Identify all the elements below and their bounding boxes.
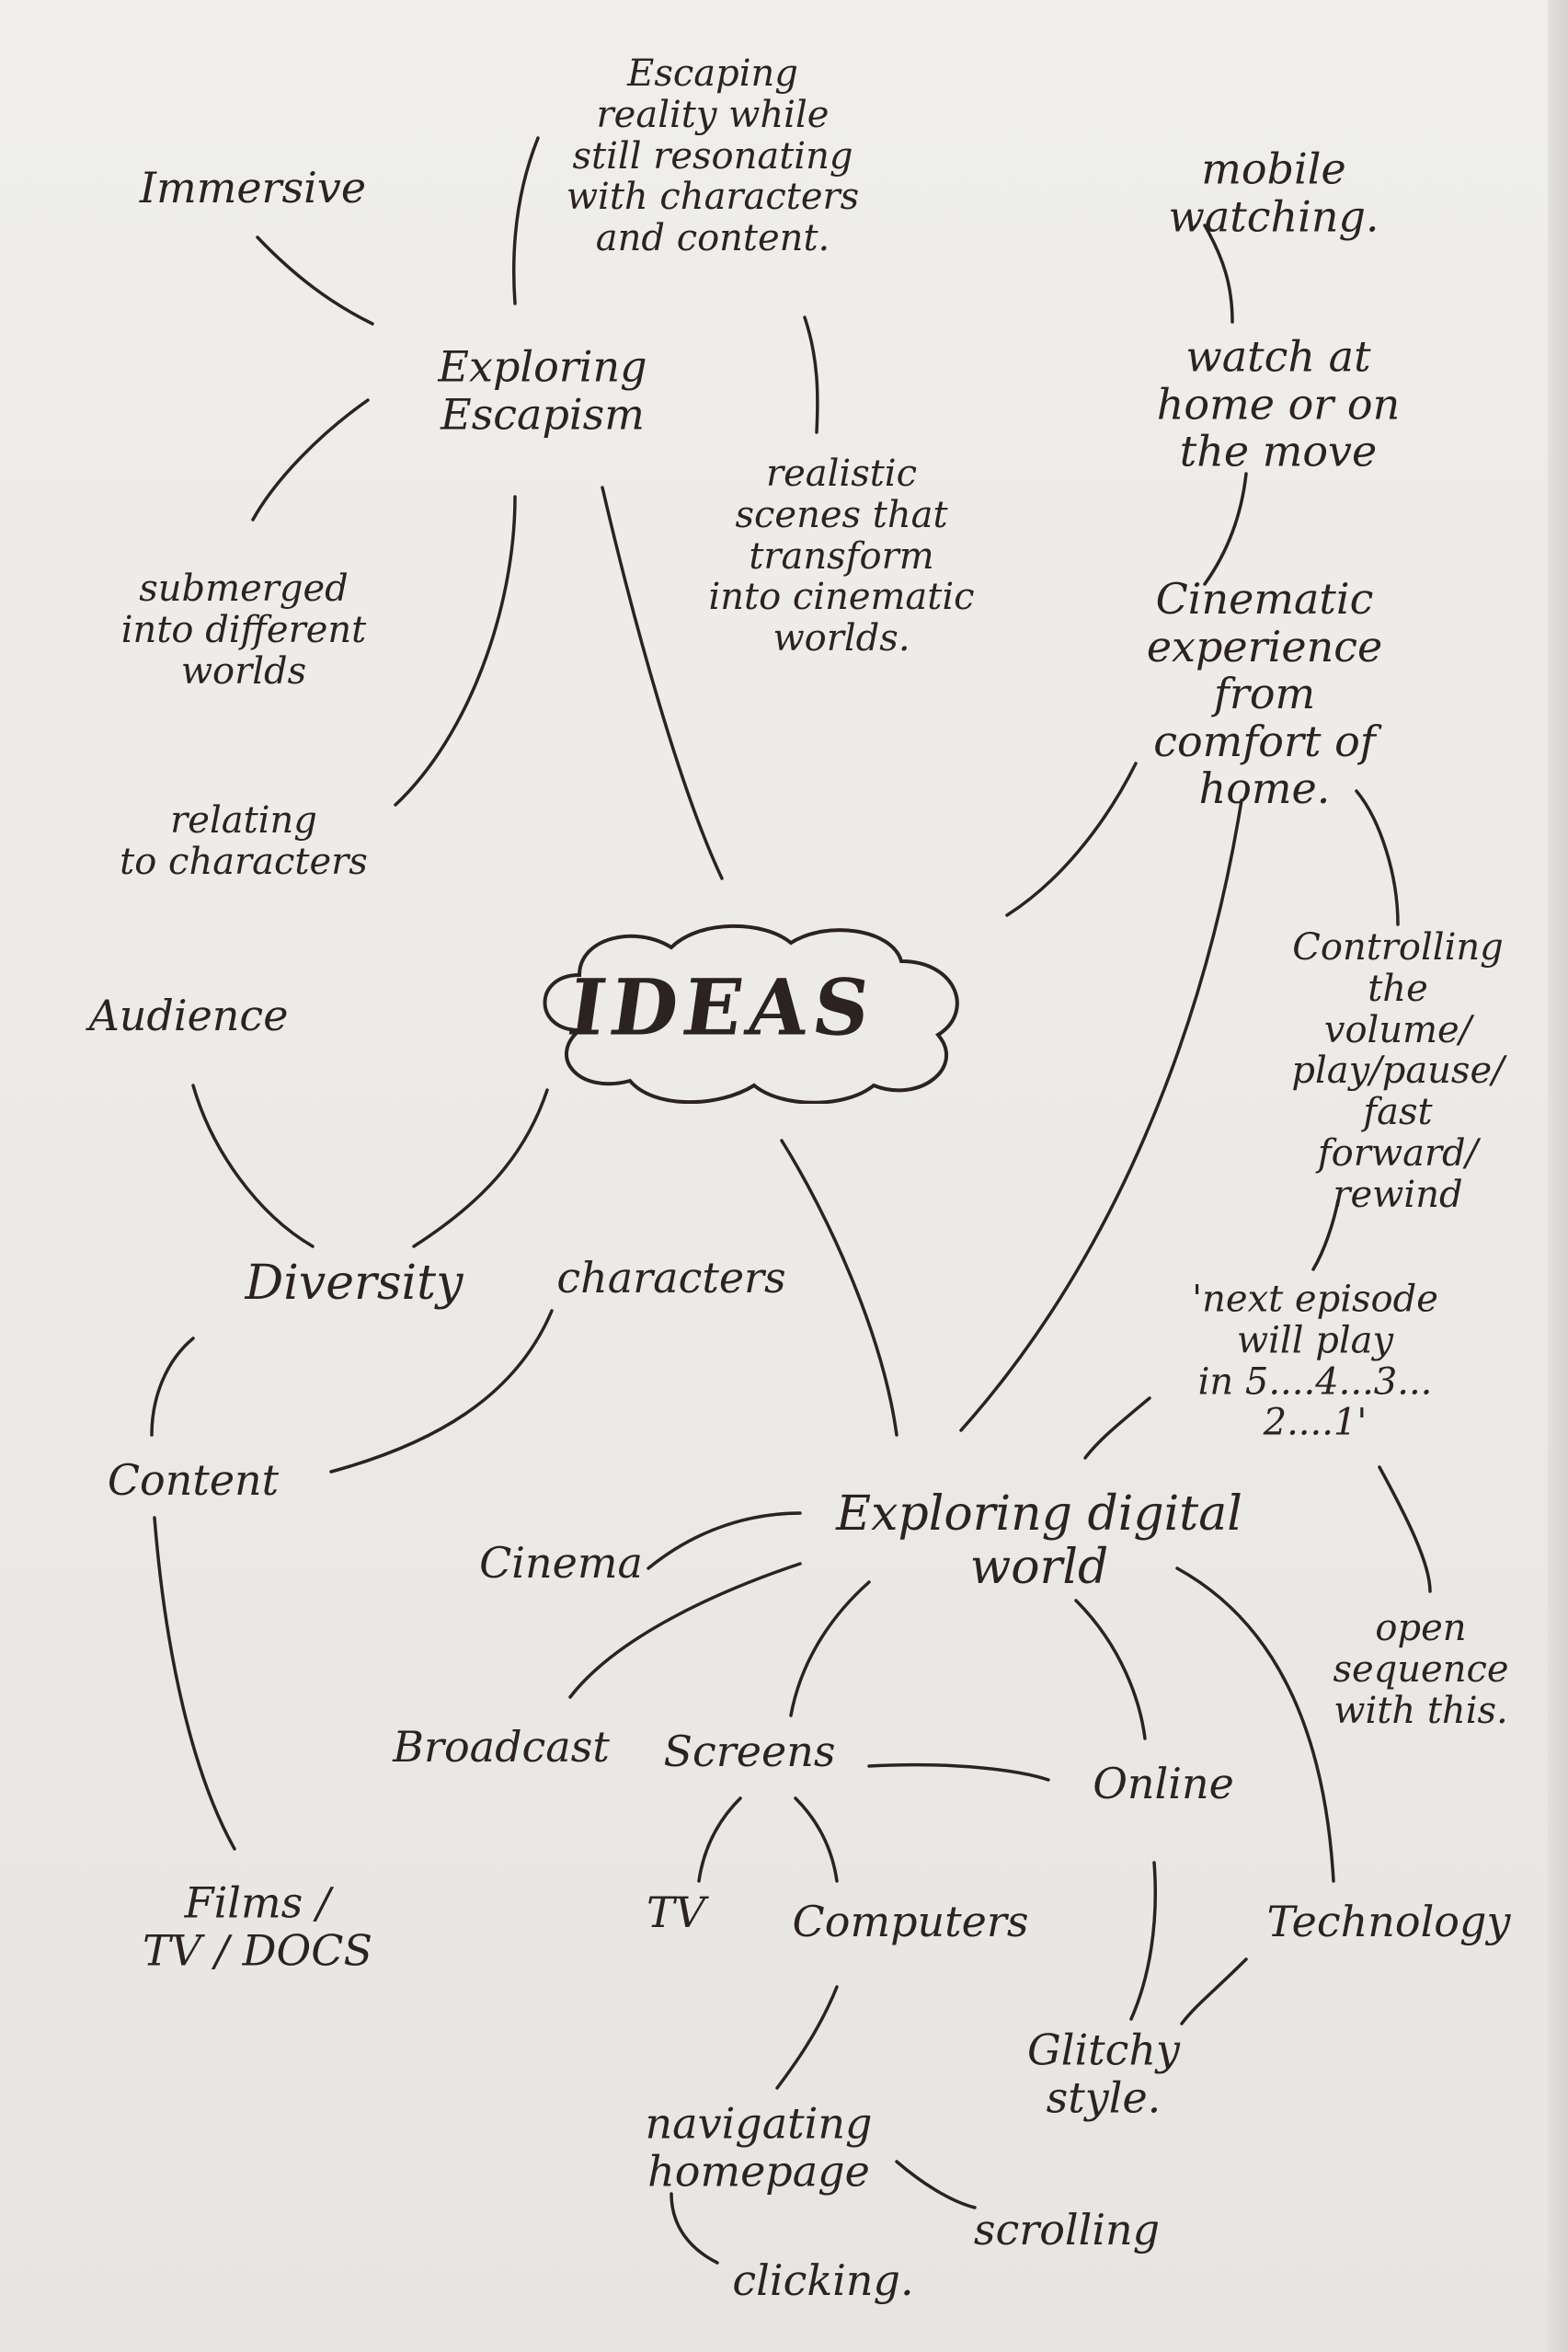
- node-scrolling: scrolling: [973, 2205, 1161, 2255]
- link-cinematic-controlling: [1355, 789, 1400, 926]
- link-next-digital: [1083, 1396, 1151, 1460]
- link-immersive-escapism: [256, 235, 374, 326]
- link-cinematic-ideas: [1005, 762, 1138, 917]
- ideas-title: IDEAS: [563, 961, 881, 1053]
- link-navigating-clicking: [670, 2192, 719, 2265]
- link-next-open: [1378, 1465, 1432, 1593]
- link-audience-diversity: [191, 1084, 315, 1248]
- node-exploring-escapism: Exploring Escapism: [438, 341, 647, 439]
- node-immersive: Immersive: [139, 163, 367, 213]
- link-diversity-content: [150, 1337, 195, 1437]
- node-controlling: Controlling the volume/ play/pause/ fast…: [1291, 926, 1505, 1216]
- link-ideas-diversity: [412, 1088, 549, 1248]
- page-edge: [1548, 0, 1568, 2352]
- link-cinema-digital: [647, 1511, 802, 1570]
- node-audience: Audience: [88, 991, 289, 1041]
- node-navigating: navigating homepage: [645, 2098, 873, 2196]
- link-watch-cinematic: [1203, 472, 1248, 586]
- node-tv: TV: [647, 1887, 705, 1938]
- link-screens-tv: [697, 1796, 742, 1883]
- link-controlling-next: [1311, 1199, 1340, 1271]
- node-clicking: clicking.: [732, 2255, 914, 2306]
- link-escapism-ideas: [601, 486, 724, 880]
- node-online: Online: [1093, 1759, 1234, 1809]
- node-screens: Screens: [663, 1727, 836, 1777]
- link-online-glitchy: [1129, 1861, 1157, 2021]
- link-ideas-digital: [780, 1139, 898, 1437]
- node-relating: relating to characters: [120, 799, 368, 883]
- link-cinematic-digital: [959, 798, 1243, 1432]
- link-digital-screens: [789, 1580, 871, 1717]
- link-escapism-submerged: [251, 398, 370, 522]
- node-exploring-digital: Exploring digital world: [836, 1486, 1242, 1595]
- node-content: Content: [107, 1455, 280, 1506]
- node-cinema: Cinema: [479, 1538, 643, 1589]
- link-characters-content: [329, 1309, 554, 1474]
- link-digital-broadcast: [568, 1562, 802, 1699]
- link-navigating-scrolling: [895, 2160, 977, 2209]
- link-digital-online: [1074, 1599, 1147, 1740]
- node-characters: characters: [556, 1253, 786, 1303]
- node-open-sequence: open sequence with this.: [1333, 1606, 1509, 1732]
- link-technology-glitchy: [1180, 1957, 1248, 2025]
- link-digital-technology: [1175, 1566, 1335, 1883]
- node-realistic-scenes: realistic scenes that transform into cin…: [708, 453, 975, 660]
- link-escaping-realistic: [803, 316, 819, 434]
- node-glitchy: Glitchy style.: [1026, 2025, 1181, 2122]
- link-content-films: [153, 1516, 236, 1851]
- node-broadcast: Broadcast: [393, 1722, 610, 1773]
- link-screens-online: [867, 1762, 1050, 1782]
- node-submerged: submerged into different worlds: [120, 567, 367, 693]
- ideas-cloud: [543, 924, 959, 1104]
- link-escapism-relating: [394, 495, 517, 807]
- node-next-episode: 'next episode will play in 5....4...3...…: [1192, 1278, 1438, 1444]
- node-watch-at-home: watch at home or on the move: [1156, 331, 1401, 476]
- node-films: Films / TV / DOCS: [143, 1877, 372, 1975]
- node-diversity: Diversity: [245, 1255, 464, 1311]
- node-mobile-watching: mobile watching.: [1168, 143, 1379, 241]
- link-screens-computers: [794, 1796, 839, 1883]
- link-computers-navigating: [775, 1985, 839, 2090]
- node-cinematic-experience: Cinematic experience from comfort of hom…: [1146, 574, 1383, 814]
- node-computers: Computers: [792, 1897, 1029, 1947]
- node-technology: Technology: [1266, 1897, 1511, 1947]
- node-escaping-reality: Escaping reality while still resonating …: [566, 52, 860, 260]
- link-mobile-watch: [1203, 224, 1234, 324]
- link-escaping-escapism: [512, 136, 540, 305]
